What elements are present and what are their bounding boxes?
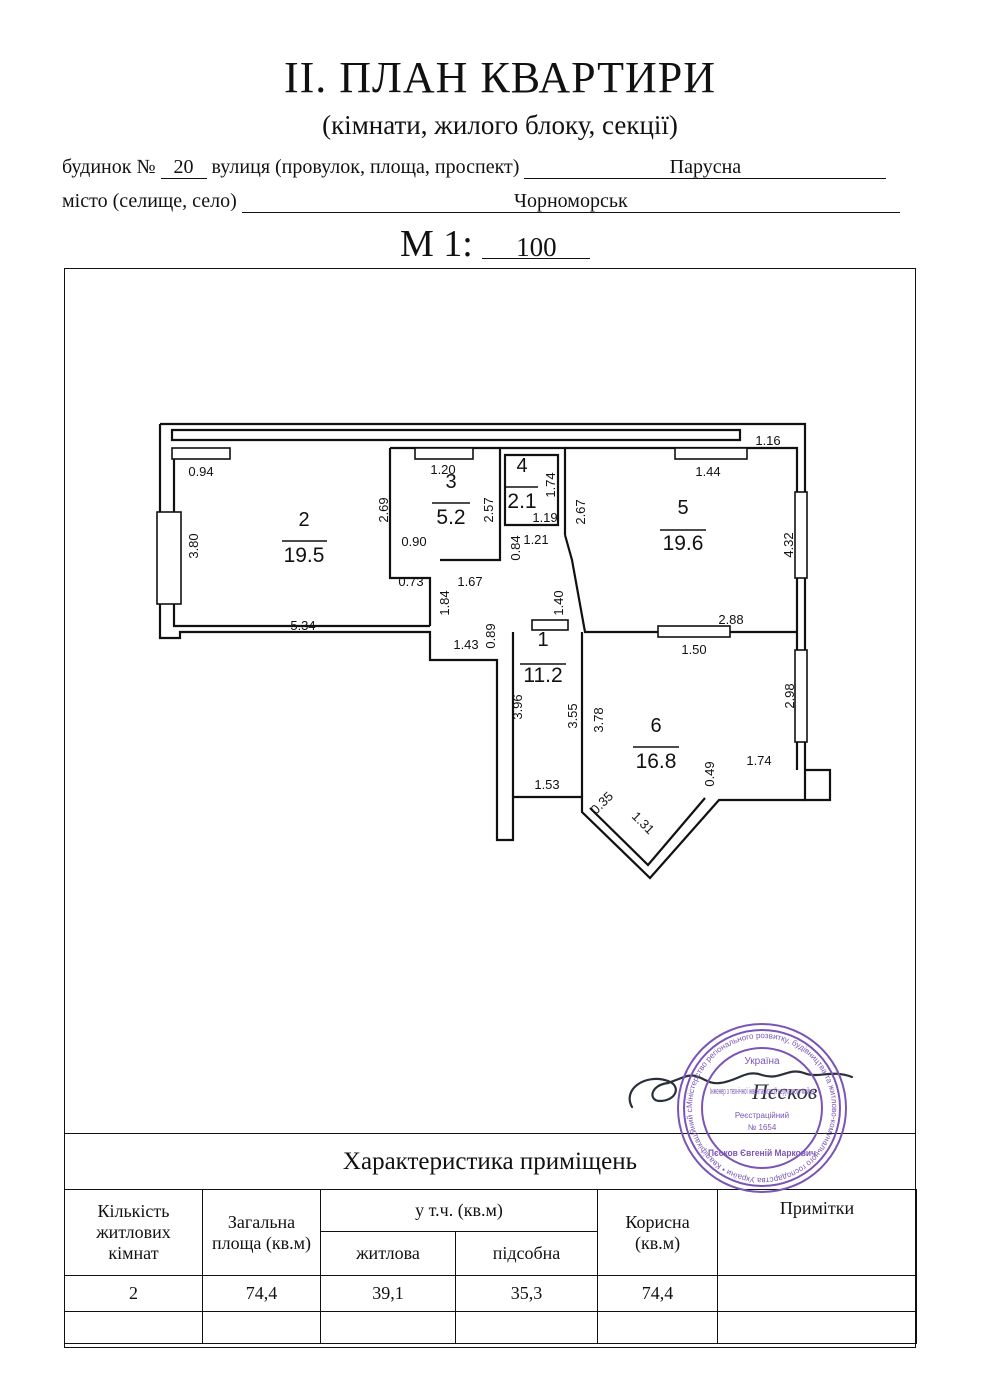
table-empty-row: [64, 1311, 918, 1344]
table-subheader-row: житлова підсобна: [65, 1231, 917, 1276]
characteristics-title: Характеристика приміщень: [64, 1133, 916, 1190]
dimension-label: 1.44: [695, 464, 720, 479]
dimension-label: 0.89: [483, 623, 498, 648]
street-label: вулиця (провулок, площа, проспект): [211, 156, 520, 178]
plan-windows: [156, 447, 808, 743]
dimension-label: 2.69: [376, 497, 391, 522]
dimension-label: 1.31: [629, 809, 658, 838]
cell-total-area: 74,4: [202, 1275, 321, 1312]
cell-useful: 74,4: [597, 1275, 719, 1312]
room-number: 5: [677, 497, 688, 519]
dimension-label: 1.16: [755, 433, 780, 448]
scale-value: 100: [482, 234, 591, 261]
dimension-label: 2.57: [481, 497, 496, 522]
dimension-label: 1.40: [551, 590, 566, 615]
dimension-label: 1.74: [746, 753, 771, 768]
cell-rooms-count: 2: [64, 1275, 203, 1312]
room-area: 19.5: [284, 544, 325, 567]
dimension-label: 3.78: [591, 707, 606, 732]
room-number: 2: [298, 509, 309, 531]
room-labels: 1 11.2 2 19.5 3 5.2 4 2.1 5 19.6 6 16.8: [284, 455, 704, 773]
room-area: 2.1: [507, 490, 536, 513]
dimension-label: 3.96: [510, 694, 525, 719]
room-number: 4: [516, 455, 527, 477]
house-number: 20: [160, 156, 207, 179]
signature-icon: Пєсков: [628, 1070, 854, 1109]
room-number: 6: [650, 715, 661, 737]
stamp-person: Пєсков Євгеній Маркович: [708, 1148, 816, 1158]
cell-auxiliary: 35,3: [454, 1275, 599, 1312]
col-living: житлова: [320, 1231, 456, 1276]
room-number: 3: [445, 471, 456, 493]
signature-text: Пєсков: [751, 1079, 818, 1104]
col-notes: Примітки: [717, 1189, 918, 1276]
dimension-label: 1.50: [681, 642, 706, 657]
plan-frame: [64, 268, 916, 1348]
dimension-label: 1.67: [457, 574, 482, 589]
city-line: місто (селище, село) Чорноморськ: [62, 190, 900, 213]
dimension-label: 2.88: [718, 612, 743, 627]
room-area-underlines: [282, 486, 706, 748]
stamp-country: Україна: [744, 1056, 780, 1067]
cell-living: 39,1: [320, 1275, 456, 1312]
col-total-area: Загальна площа (кв.м): [202, 1189, 321, 1276]
dimension-label: 3.55: [565, 703, 580, 728]
dimension-label: 0.90: [401, 534, 426, 549]
dimension-label: 1.53: [534, 777, 559, 792]
address-line: будинок № 20 вулиця (провулок, площа, пр…: [62, 156, 887, 179]
page-title: II. ПЛАН КВАРТИРИ: [283, 53, 717, 102]
dimension-label: 3.80: [186, 533, 201, 558]
stamp-reg-number: № 1654: [748, 1123, 777, 1132]
room-area: 19.6: [663, 532, 704, 555]
dimension-label: 0.94: [188, 464, 213, 479]
col-useful: Корисна (кв.м): [597, 1189, 719, 1276]
cell-notes: [717, 1275, 918, 1312]
scale-line: М 1: 100: [400, 222, 591, 266]
dimension-label: 1.84: [437, 590, 452, 615]
dimension-label: 1.74: [543, 472, 558, 497]
dimension-label: 4.32: [781, 532, 796, 557]
col-rooms-count: Кількість житлових кімнат: [64, 1189, 203, 1276]
street-value: Парусна: [524, 156, 887, 179]
stamp-reg-label: Реєстраційний: [735, 1111, 789, 1120]
scale-label: М 1:: [400, 223, 473, 265]
page-subtitle: (кімнати, жилого блоку, секції): [322, 110, 678, 140]
dimension-label: 1.20: [430, 462, 455, 477]
dimension-label: 0.49: [702, 761, 717, 786]
dimension-label: 0.35: [588, 789, 617, 818]
city-label: місто (селище, село): [62, 190, 237, 212]
table-row: 2 74,4 39,1 35,3 74,4: [64, 1275, 918, 1312]
room-area: 11.2: [523, 664, 562, 687]
room-number: 1: [537, 629, 548, 651]
dimension-label: 5.34: [290, 618, 315, 633]
dimension-label: 0.84: [508, 535, 523, 560]
room-area: 5.2: [436, 506, 465, 529]
house-label: будинок №: [62, 156, 156, 178]
dimension-label: 2.98: [782, 683, 797, 708]
dimension-labels: 1.16 0.94 1.20 1.44 2.69 2.57 1.74 2.67 3.80 4.32…: [186, 433, 797, 837]
col-including: у т.ч. (кв.м): [319, 1189, 599, 1232]
stamp-role: Інженер з технічної інвентаризації нерух…: [710, 1086, 814, 1096]
dimension-label: 1.21: [523, 532, 548, 547]
plan-walls: [158, 422, 832, 880]
room-area: 16.8: [636, 750, 677, 773]
stamp-seal-icon: Міністерство регіонального розвитку, буд…: [672, 1018, 847, 1193]
dimension-label: 0.73: [398, 574, 423, 589]
table-header-row: Кількість житлових кімнат Загальна площа…: [64, 1189, 918, 1276]
col-auxiliary: підсобна: [454, 1231, 599, 1276]
characteristics-table: Кількість житлових кімнат Загальна площа…: [64, 1189, 918, 1344]
dimension-label: 1.43: [453, 637, 478, 652]
dimension-label: 1.19: [532, 510, 557, 525]
dimension-label: 2.67: [573, 499, 588, 524]
city-value: Чорноморськ: [241, 190, 900, 213]
